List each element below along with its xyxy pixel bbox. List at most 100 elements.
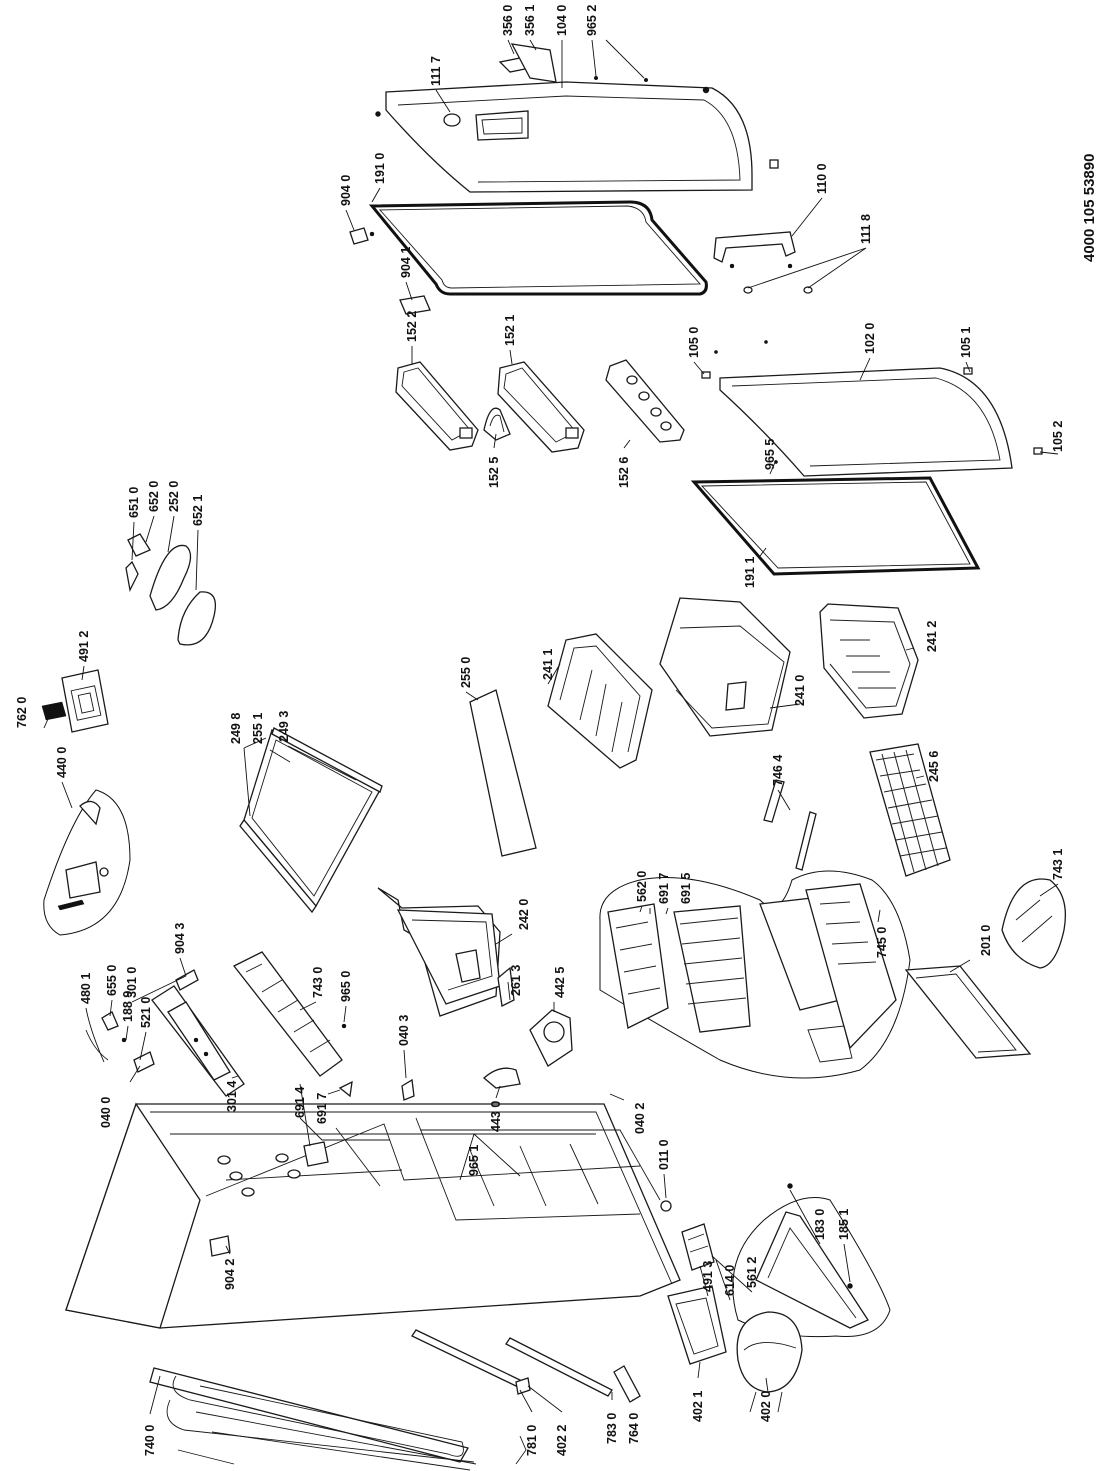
lower-door-gasket [690,476,981,576]
part-label: 762 0 [15,697,29,728]
part-label: 249 8 [229,713,243,744]
part-label: 691 7 [315,1093,329,1124]
part-label: 443 0 [489,1101,503,1132]
part-label: 740 0 [143,1425,157,1456]
part-label: 440 0 [55,747,69,778]
part-label: 480 1 [79,973,93,1004]
leader-lines [43,39,1059,1415]
part-label: 040 0 [99,1097,113,1128]
part-label: 152 5 [487,457,501,488]
part-label: 152 1 [503,315,517,346]
part-label: 904 3 [173,923,187,954]
part-label: 746 4 [771,755,785,786]
screw [341,1023,347,1029]
part-label: 152 2 [405,311,419,342]
evaporator-group [599,870,911,1079]
part-label: 965 5 [763,439,777,470]
freezer-drawer-top [547,633,653,769]
egg-tray [605,359,685,443]
glass-shelf [239,727,383,914]
part-label: 105 0 [687,327,701,358]
part-label: 301 0 [125,967,139,998]
fan-assembly-group [43,789,131,936]
part-label: 965 1 [467,1145,481,1176]
part-label: 491 2 [77,631,91,662]
machine-cover [667,1285,727,1365]
crisper-drawer [377,887,515,1017]
part-label: 781 0 [525,1425,539,1456]
part-label: 011 0 [657,1139,671,1170]
part-label: 743 0 [311,967,325,998]
part-label: 241 1 [541,649,555,680]
wire-shelf [869,743,951,877]
part-label: 614 0 [723,1265,737,1296]
capillary-tube [411,1329,641,1403]
part-label: 188 9 [121,991,135,1022]
upper-door [375,81,753,193]
part-label: 561 2 [745,1257,759,1288]
part-label: 652 0 [147,481,161,512]
part-label: 102 0 [863,323,877,354]
part-label: 691 7 [657,873,671,904]
part-label: 652 1 [191,495,205,526]
part-label: 655 0 [105,965,119,996]
part-label: 105 2 [1051,421,1065,452]
light-cover [151,969,245,1097]
part-label: 255 1 [251,713,265,744]
cable-clip [401,1078,415,1101]
freezer-drawer-bottom [819,603,919,719]
part-label: 691 4 [293,1087,307,1118]
part-label: 764 0 [627,1413,641,1444]
part-label: 191 0 [373,153,387,184]
part-label: 691 5 [679,873,693,904]
bottle-holder [483,407,511,441]
freezer-drawer-middle [659,597,791,737]
part-label: 402 1 [691,1391,705,1422]
hinge-cover [498,43,649,83]
door-bin-right [497,361,585,453]
part-label: 183 0 [813,1209,827,1240]
part-label: 745 0 [875,927,889,958]
part-label: 252 0 [167,481,181,512]
part-label: 249 3 [277,711,291,742]
bottom-plate [904,965,1032,1059]
part-label: 040 3 [397,1015,411,1046]
part-label: 245 6 [927,751,941,782]
part-label: 491 3 [701,1261,715,1292]
lamp-assembly [125,533,217,646]
condenser [149,1367,527,1471]
door-handle [713,159,813,294]
clip [338,1080,353,1098]
rear-air-channel [232,951,343,1077]
part-label: 783 0 [605,1413,619,1444]
part-label: 255 0 [459,657,473,688]
compressor-group [732,1183,891,1338]
part-label: 241 2 [925,621,939,652]
part-label: 110 0 [815,163,829,194]
part-label: 185 1 [837,1209,851,1240]
door-bin-left [395,361,479,451]
part-label: 261 3 [509,965,523,996]
air-duct [1001,878,1067,969]
part-label: 442 5 [553,967,567,998]
lower-door [701,340,1043,477]
part-label: 562 0 [635,871,649,902]
part-label: 965 2 [585,5,599,36]
document-number: 4000 105 53890 [1081,154,1098,262]
part-label: 201 0 [979,925,993,956]
part-label: 152 6 [617,457,631,488]
part-label: 040 2 [633,1103,647,1134]
part-label: 104 0 [555,5,569,36]
crisper-cover [469,689,537,857]
relay-box [681,1223,715,1271]
part-label: 111 7 [429,56,443,86]
part-label: 904 2 [223,1259,237,1290]
part-label: 743 1 [1051,849,1065,880]
part-label: 242 0 [517,899,531,930]
cabinet [65,1102,681,1329]
part-label: 904 0 [339,175,353,206]
part-label: 904 1 [399,247,413,278]
compressor [736,1311,803,1413]
label-sticker [349,227,431,315]
